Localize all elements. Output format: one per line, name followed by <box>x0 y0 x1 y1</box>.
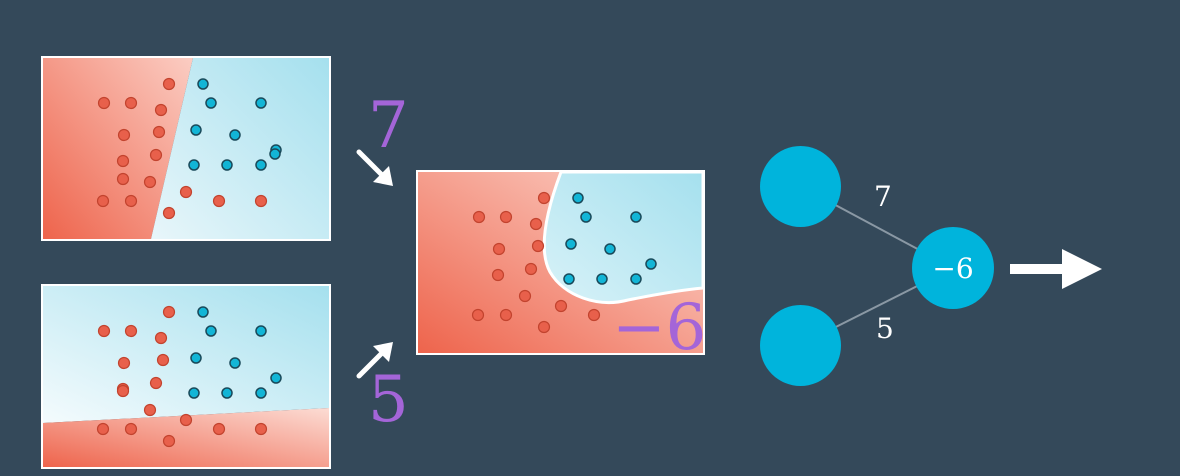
blue-point <box>229 129 241 141</box>
output-node: −6 <box>912 227 994 309</box>
blue-point <box>604 243 616 255</box>
panel-combined-plot <box>418 172 703 353</box>
red-point <box>154 331 168 345</box>
red-point <box>152 125 166 139</box>
blue-point <box>190 124 202 136</box>
blue-point <box>563 273 575 285</box>
red-point <box>212 422 226 436</box>
blue-point <box>205 325 217 337</box>
blue-point <box>255 325 267 337</box>
red-point <box>254 422 268 436</box>
arrow-down-right-icon <box>356 149 393 186</box>
red-point <box>492 242 506 256</box>
red-point <box>116 172 130 186</box>
red-point <box>117 128 131 142</box>
red-point <box>162 206 176 220</box>
red-point <box>124 324 138 338</box>
output-arrow-icon <box>1010 249 1102 289</box>
red-point <box>537 191 551 205</box>
red-region <box>43 408 329 467</box>
blue-point <box>572 192 584 204</box>
blue-point <box>190 352 202 364</box>
red-point <box>97 324 111 338</box>
red-point <box>124 422 138 436</box>
bias-label: −6 <box>612 291 707 365</box>
red-point <box>149 148 163 162</box>
red-point <box>531 239 545 253</box>
blue-point <box>596 273 608 285</box>
blue-point <box>630 211 642 223</box>
red-point <box>162 434 176 448</box>
red-point <box>97 96 111 110</box>
blue-point <box>255 97 267 109</box>
red-point <box>518 289 532 303</box>
red-point <box>116 154 130 168</box>
red-point <box>162 77 176 91</box>
panel-combined-classifier <box>416 170 705 355</box>
panel-bottom-classifier <box>41 284 331 469</box>
red-point <box>471 308 485 322</box>
red-point <box>587 308 601 322</box>
red-point <box>154 103 168 117</box>
blue-point <box>645 258 657 270</box>
blue-point <box>565 238 577 250</box>
blue-point <box>188 159 200 171</box>
panel-bottom-plot <box>43 286 329 467</box>
edge-bottom-label: 5 <box>876 312 894 345</box>
red-point <box>524 262 538 276</box>
red-point <box>491 268 505 282</box>
weight-bottom-label: 5 <box>368 363 409 437</box>
red-point <box>143 175 157 189</box>
red-point <box>537 320 551 334</box>
red-point <box>554 299 568 313</box>
blue-point <box>221 387 233 399</box>
red-point <box>124 96 138 110</box>
red-point <box>149 376 163 390</box>
red-point <box>499 210 513 224</box>
blue-point <box>197 78 209 90</box>
blue-point <box>188 387 200 399</box>
red-point <box>143 403 157 417</box>
blue-region <box>542 172 703 304</box>
red-point <box>116 384 130 398</box>
blue-point <box>221 159 233 171</box>
red-point <box>499 308 513 322</box>
blue-point <box>580 211 592 223</box>
red-point <box>179 185 193 199</box>
blue-point <box>270 372 282 384</box>
blue-point <box>630 273 642 285</box>
red-point <box>124 194 138 208</box>
red-point <box>96 194 110 208</box>
input-node-bottom <box>760 305 841 386</box>
red-point <box>529 217 543 231</box>
blue-point <box>197 306 209 318</box>
blue-point <box>205 97 217 109</box>
blue-point <box>255 159 267 171</box>
blue-point <box>269 148 281 160</box>
panel-top-plot <box>43 58 329 239</box>
blue-region <box>151 58 329 239</box>
output-node-label: −6 <box>932 251 974 285</box>
red-point <box>117 356 131 370</box>
arrow-up-right-icon <box>356 342 393 379</box>
red-point <box>96 422 110 436</box>
red-point <box>212 194 226 208</box>
red-point <box>162 305 176 319</box>
weight-top-label: 7 <box>368 89 409 163</box>
input-node-top <box>760 146 841 227</box>
panel-top-classifier <box>41 56 331 241</box>
red-point <box>472 210 486 224</box>
red-point <box>179 413 193 427</box>
blue-point <box>255 387 267 399</box>
red-point <box>156 353 170 367</box>
edge-top-label: 7 <box>874 180 892 213</box>
blue-point <box>229 357 241 369</box>
red-point <box>254 194 268 208</box>
red-region <box>43 58 193 239</box>
